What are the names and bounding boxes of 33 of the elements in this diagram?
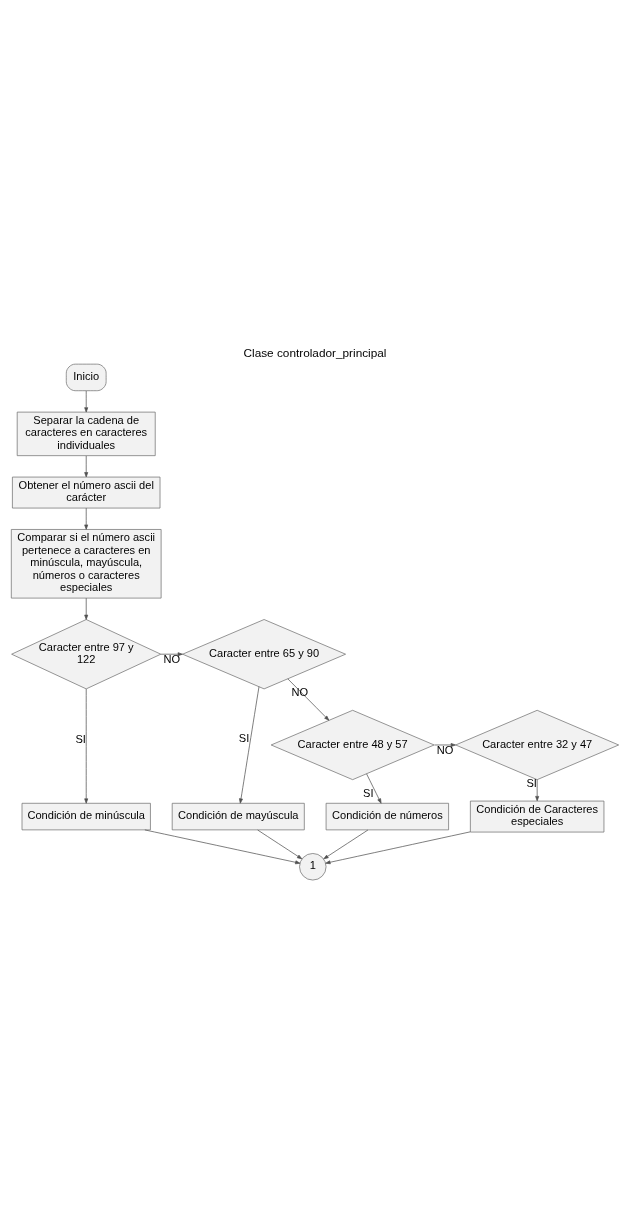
node-box: Condición de minúscula bbox=[21, 802, 151, 830]
arrow bbox=[84, 390, 89, 412]
arrow bbox=[287, 678, 330, 721]
node-box: Condición de Caracteres especiales bbox=[470, 800, 605, 832]
edge-label: NO bbox=[436, 743, 454, 756]
edge-label: NO bbox=[163, 652, 180, 665]
arrow bbox=[84, 455, 89, 477]
node-box: Condición de números bbox=[325, 802, 449, 830]
node-box: Separar la cadena de caracteres en caracteres individuales bbox=[16, 411, 156, 456]
node-box: Inicio bbox=[65, 363, 107, 391]
node-box: Condición de mayúscula bbox=[171, 802, 305, 830]
arrow bbox=[144, 829, 301, 864]
node-diamond: Caracter entre 65 y 90 bbox=[182, 618, 346, 689]
arrow bbox=[434, 742, 456, 747]
arrow bbox=[84, 597, 89, 620]
arrow bbox=[239, 685, 260, 804]
diagram-title: Clase controlador_principal bbox=[243, 345, 387, 360]
node-diamond: Caracter entre 97 y 122 bbox=[11, 618, 162, 689]
edge-label: SI bbox=[238, 731, 250, 744]
node-box: Obtener el número ascii del carácter bbox=[12, 476, 161, 508]
edge-label: SI bbox=[363, 786, 374, 799]
node-diamond: Caracter entre 32 y 47 bbox=[455, 709, 620, 780]
arrow bbox=[160, 651, 183, 656]
arrow bbox=[535, 778, 540, 801]
edge-label: SI bbox=[75, 732, 86, 745]
arrow bbox=[325, 831, 471, 864]
arrow bbox=[84, 688, 89, 804]
node-box: Comparar si el número ascii pertenece a caracteres en minúscula, mayúscula, números o caracteres especiales bbox=[10, 528, 162, 598]
arrow bbox=[366, 772, 382, 804]
node-diamond: Caracter entre 48 y 57 bbox=[270, 709, 435, 780]
arrow bbox=[323, 829, 369, 859]
arrow bbox=[84, 507, 89, 530]
arrow bbox=[257, 829, 303, 859]
